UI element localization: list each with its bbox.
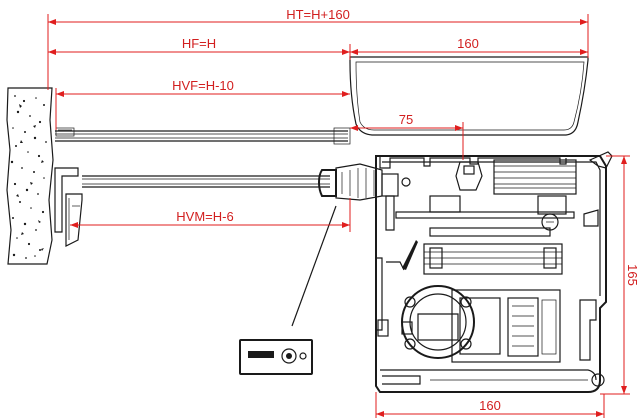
dim-hvm: HVM=H-6 — [70, 198, 351, 232]
dim-height-label: 165 — [625, 264, 638, 286]
dim-top-width-label: 160 — [457, 36, 479, 51]
dim-top-width: 160 — [349, 36, 588, 60]
dim-ht-label: HT=H+160 — [286, 7, 350, 22]
side-frame-profile — [54, 127, 83, 247]
dim-height: 165 — [600, 155, 638, 395]
concrete-hatch-icon — [10, 95, 47, 259]
dim-bottom-width: 160 — [375, 392, 605, 418]
operator-housing — [375, 151, 613, 393]
dim-hvm-label: HVM=H-6 — [176, 209, 233, 224]
top-cover — [349, 56, 589, 136]
dim-hf: HF=H — [48, 36, 350, 55]
dim-hvf-label: HVF=H-10 — [172, 78, 234, 93]
concrete-wall — [6, 87, 54, 265]
dim-offset: 75 — [350, 112, 464, 160]
sliding-glass-panel — [82, 163, 411, 201]
dim-hvf: HVF=H-10 — [55, 78, 350, 130]
dim-offset-label: 75 — [399, 112, 413, 127]
key-switch-icon — [239, 339, 313, 375]
dim-bottom-width-label: 160 — [479, 398, 501, 413]
dim-hf-label: HF=H — [182, 36, 216, 51]
fixed-glass-panel — [55, 127, 351, 145]
switch-leader-line — [291, 205, 337, 327]
dim-ht: HT=H+160 — [47, 7, 589, 90]
